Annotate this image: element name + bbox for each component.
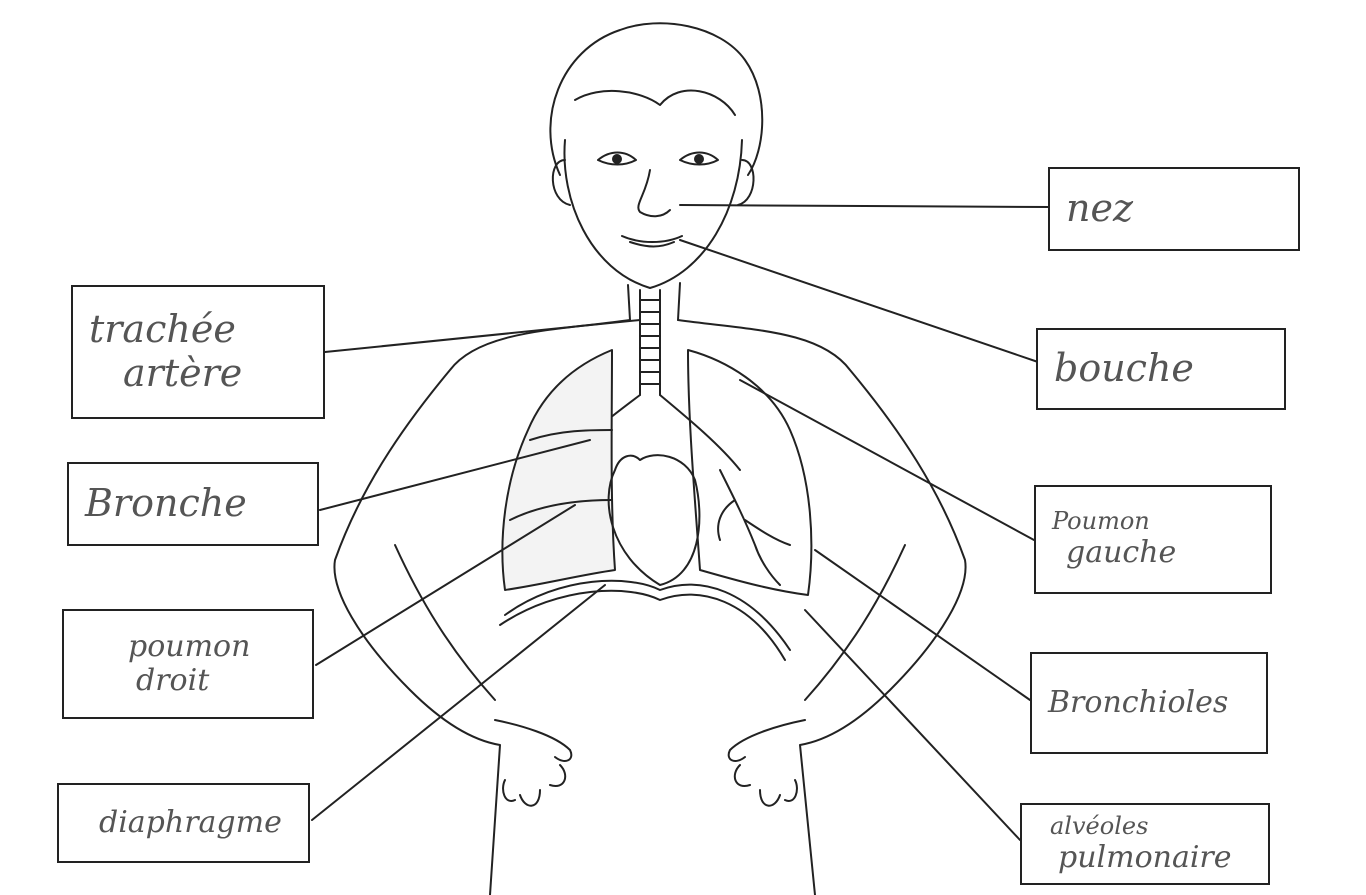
label-poumon-droit: poumon droit — [62, 609, 314, 719]
label-bronche: Bronche — [67, 462, 319, 546]
trachea — [640, 290, 660, 395]
label-bronchioles: Bronchioles — [1030, 652, 1268, 754]
bronchioles — [718, 470, 790, 585]
label-poumon-droit-line2: droit — [80, 664, 209, 699]
label-bouche: bouche — [1036, 328, 1286, 410]
label-poumon-gauche-line2: gauche — [1052, 536, 1176, 571]
hand-right — [729, 720, 805, 806]
label-bronchioles-text: Bronchioles — [1048, 686, 1228, 721]
label-diaphragme: diaphragme — [57, 783, 310, 863]
label-poumon-gauche: Poumon gauche — [1034, 485, 1272, 594]
leader-lines — [312, 205, 1050, 840]
heart — [609, 455, 700, 585]
label-nez: nez — [1048, 167, 1300, 251]
lung-right — [502, 350, 615, 590]
label-alveoles-line2: pulmonaire — [1038, 841, 1232, 876]
label-alveoles-line1: alvéoles — [1038, 813, 1148, 841]
label-poumon-droit-line1: poumon — [80, 630, 250, 665]
label-alveoles: alvéoles pulmonaire — [1020, 803, 1270, 885]
label-trachee: trachée artère — [71, 285, 325, 419]
label-trachee-line2: artère — [89, 352, 242, 396]
nose — [638, 170, 670, 216]
label-trachee-line1: trachée — [89, 308, 236, 352]
label-poumon-gauche-line1: Poumon — [1052, 508, 1150, 536]
lung-left — [688, 350, 811, 595]
label-nez-text: nez — [1066, 187, 1133, 231]
hand-left — [495, 720, 571, 806]
label-bouche-text: bouche — [1054, 347, 1194, 391]
label-diaphragme-text: diaphragme — [75, 806, 282, 841]
mouth — [622, 236, 682, 247]
hair — [550, 23, 762, 175]
label-bronche-text: Bronche — [85, 482, 247, 526]
